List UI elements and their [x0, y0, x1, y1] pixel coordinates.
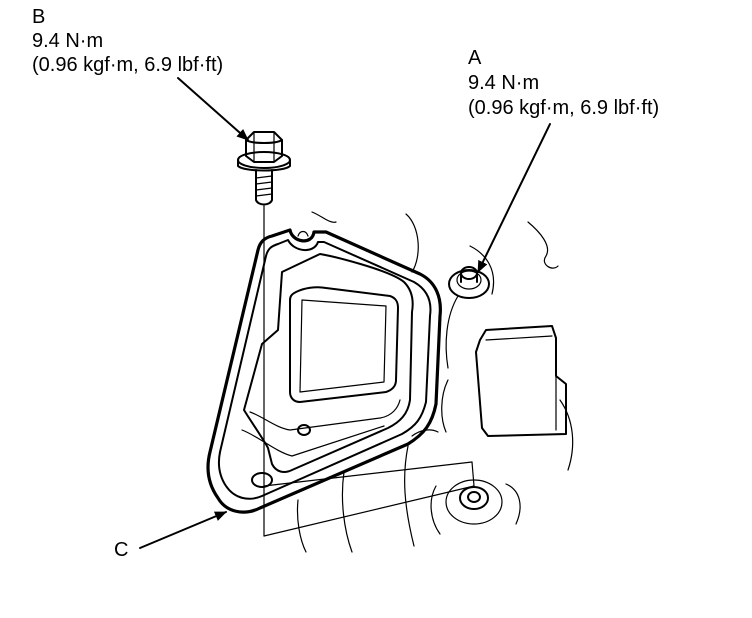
- leader-arrow-c: [139, 511, 227, 549]
- label-a-torque: 9.4 N·m: [468, 72, 540, 94]
- label-c-letter: C: [114, 539, 129, 561]
- leader-arrow-b: [177, 77, 249, 141]
- label-b-torque-alt: (0.96 kgf·m, 6.9 lbf·ft): [32, 54, 224, 76]
- alignment-lines: [263, 461, 475, 537]
- label-a-torque-alt: (0.96 kgf·m, 6.9 lbf·ft): [468, 97, 660, 119]
- label-b-torque: 9.4 N·m: [32, 30, 104, 52]
- leader-arrow-a: [477, 123, 551, 273]
- label-b-letter: B: [32, 6, 46, 28]
- housing-outline: [296, 211, 574, 553]
- label-a-letter: A: [468, 47, 482, 69]
- cover-plate-c: [206, 228, 442, 514]
- housing-boss: [475, 325, 567, 437]
- bolt-b: [237, 131, 291, 206]
- bolt-a-fastener: [448, 266, 490, 299]
